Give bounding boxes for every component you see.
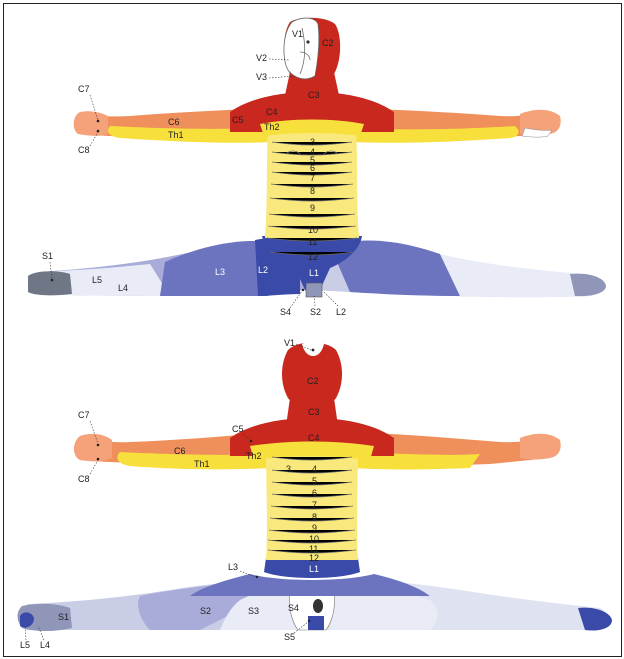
back-label-l5: L5 <box>20 640 30 650</box>
front-label-v3: V3 <box>256 72 267 82</box>
front-label-c5: C5 <box>232 115 244 125</box>
back-label-c5: C5 <box>232 424 244 434</box>
back-label-t4: 4 <box>312 464 317 474</box>
front-label-l5: L5 <box>92 275 102 285</box>
front-label-t12: 12 <box>308 252 318 262</box>
front-label-th2: Th2 <box>264 122 280 132</box>
front-label-t6: 6 <box>310 163 315 173</box>
back-label-c2: C2 <box>307 376 319 386</box>
front-label-l2-bottom: L2 <box>336 307 346 317</box>
back-label-c3: C3 <box>308 407 320 417</box>
back-label-t3: 3 <box>286 464 291 474</box>
back-label-t10: 10 <box>309 534 319 544</box>
back-label-th1: Th1 <box>194 459 210 469</box>
back-s5-oval <box>313 599 323 613</box>
back-label-c6: C6 <box>174 446 186 456</box>
front-label-c8: C8 <box>78 145 90 155</box>
back-right-hand <box>520 434 561 460</box>
back-label-s4: S4 <box>288 603 299 613</box>
back-label-l1: L1 <box>309 564 319 574</box>
front-label-c4: C4 <box>266 107 278 117</box>
back-label-s1: S1 <box>58 612 69 622</box>
front-label-c6: C6 <box>168 117 180 127</box>
front-label-t10: 10 <box>308 225 318 235</box>
back-label-s3: S3 <box>248 606 259 616</box>
back-label-c8: C8 <box>78 474 90 484</box>
back-label-l4: L4 <box>40 640 50 650</box>
front-label-s2: S2 <box>310 307 321 317</box>
front-label-s1: S1 <box>42 251 53 261</box>
front-label-c3: C3 <box>308 90 320 100</box>
back-label-t7: 7 <box>312 500 317 510</box>
front-label-t9: 9 <box>310 203 315 213</box>
front-label-t8: 8 <box>310 186 315 196</box>
front-label-v2: V2 <box>256 53 267 63</box>
front-view: V1 C2 V2 V3 C3 C4 C5 C6 Th2 Th1 C7 C8 3 … <box>28 18 606 317</box>
front-label-th1: Th1 <box>168 130 184 140</box>
front-label-t3: 3 <box>310 137 315 147</box>
back-label-th2: Th2 <box>246 451 262 461</box>
front-label-l2: L2 <box>258 265 268 275</box>
front-label-c2: C2 <box>322 38 334 48</box>
back-label-l3: L3 <box>228 562 238 572</box>
back-label-v1: V1 <box>284 338 295 348</box>
front-leg-l3-zone <box>160 241 268 296</box>
back-view: V1 C2 C3 C4 C5 C6 Th2 Th1 C7 C8 3 4 5 6 … <box>18 338 613 650</box>
front-label-l1: L1 <box>309 268 319 278</box>
front-label-s4: S4 <box>280 307 291 317</box>
back-label-t6: 6 <box>312 488 317 498</box>
back-label-t9: 9 <box>312 523 317 533</box>
back-left-hand <box>74 434 112 461</box>
front-label-t11: 11 <box>308 237 317 247</box>
front-label-t7: 7 <box>310 173 315 183</box>
front-right-foot <box>570 274 606 297</box>
front-label-l4: L4 <box>118 283 128 293</box>
front-genital <box>306 283 322 297</box>
back-label-c4: C4 <box>308 433 320 443</box>
front-leg-s1-foot <box>28 271 72 295</box>
back-label-s5: S5 <box>284 632 295 642</box>
back-label-s2: S2 <box>200 606 211 616</box>
back-coccyx-blue <box>308 616 324 630</box>
back-label-t12: 12 <box>309 553 319 563</box>
front-label-l3: L3 <box>215 267 225 277</box>
back-label-t5: 5 <box>312 476 317 486</box>
front-left-hand <box>74 111 108 136</box>
back-label-c7: C7 <box>78 410 90 420</box>
front-label-c7: C7 <box>78 84 90 94</box>
back-label-t8: 8 <box>312 512 317 522</box>
front-label-v1: V1 <box>292 29 303 39</box>
